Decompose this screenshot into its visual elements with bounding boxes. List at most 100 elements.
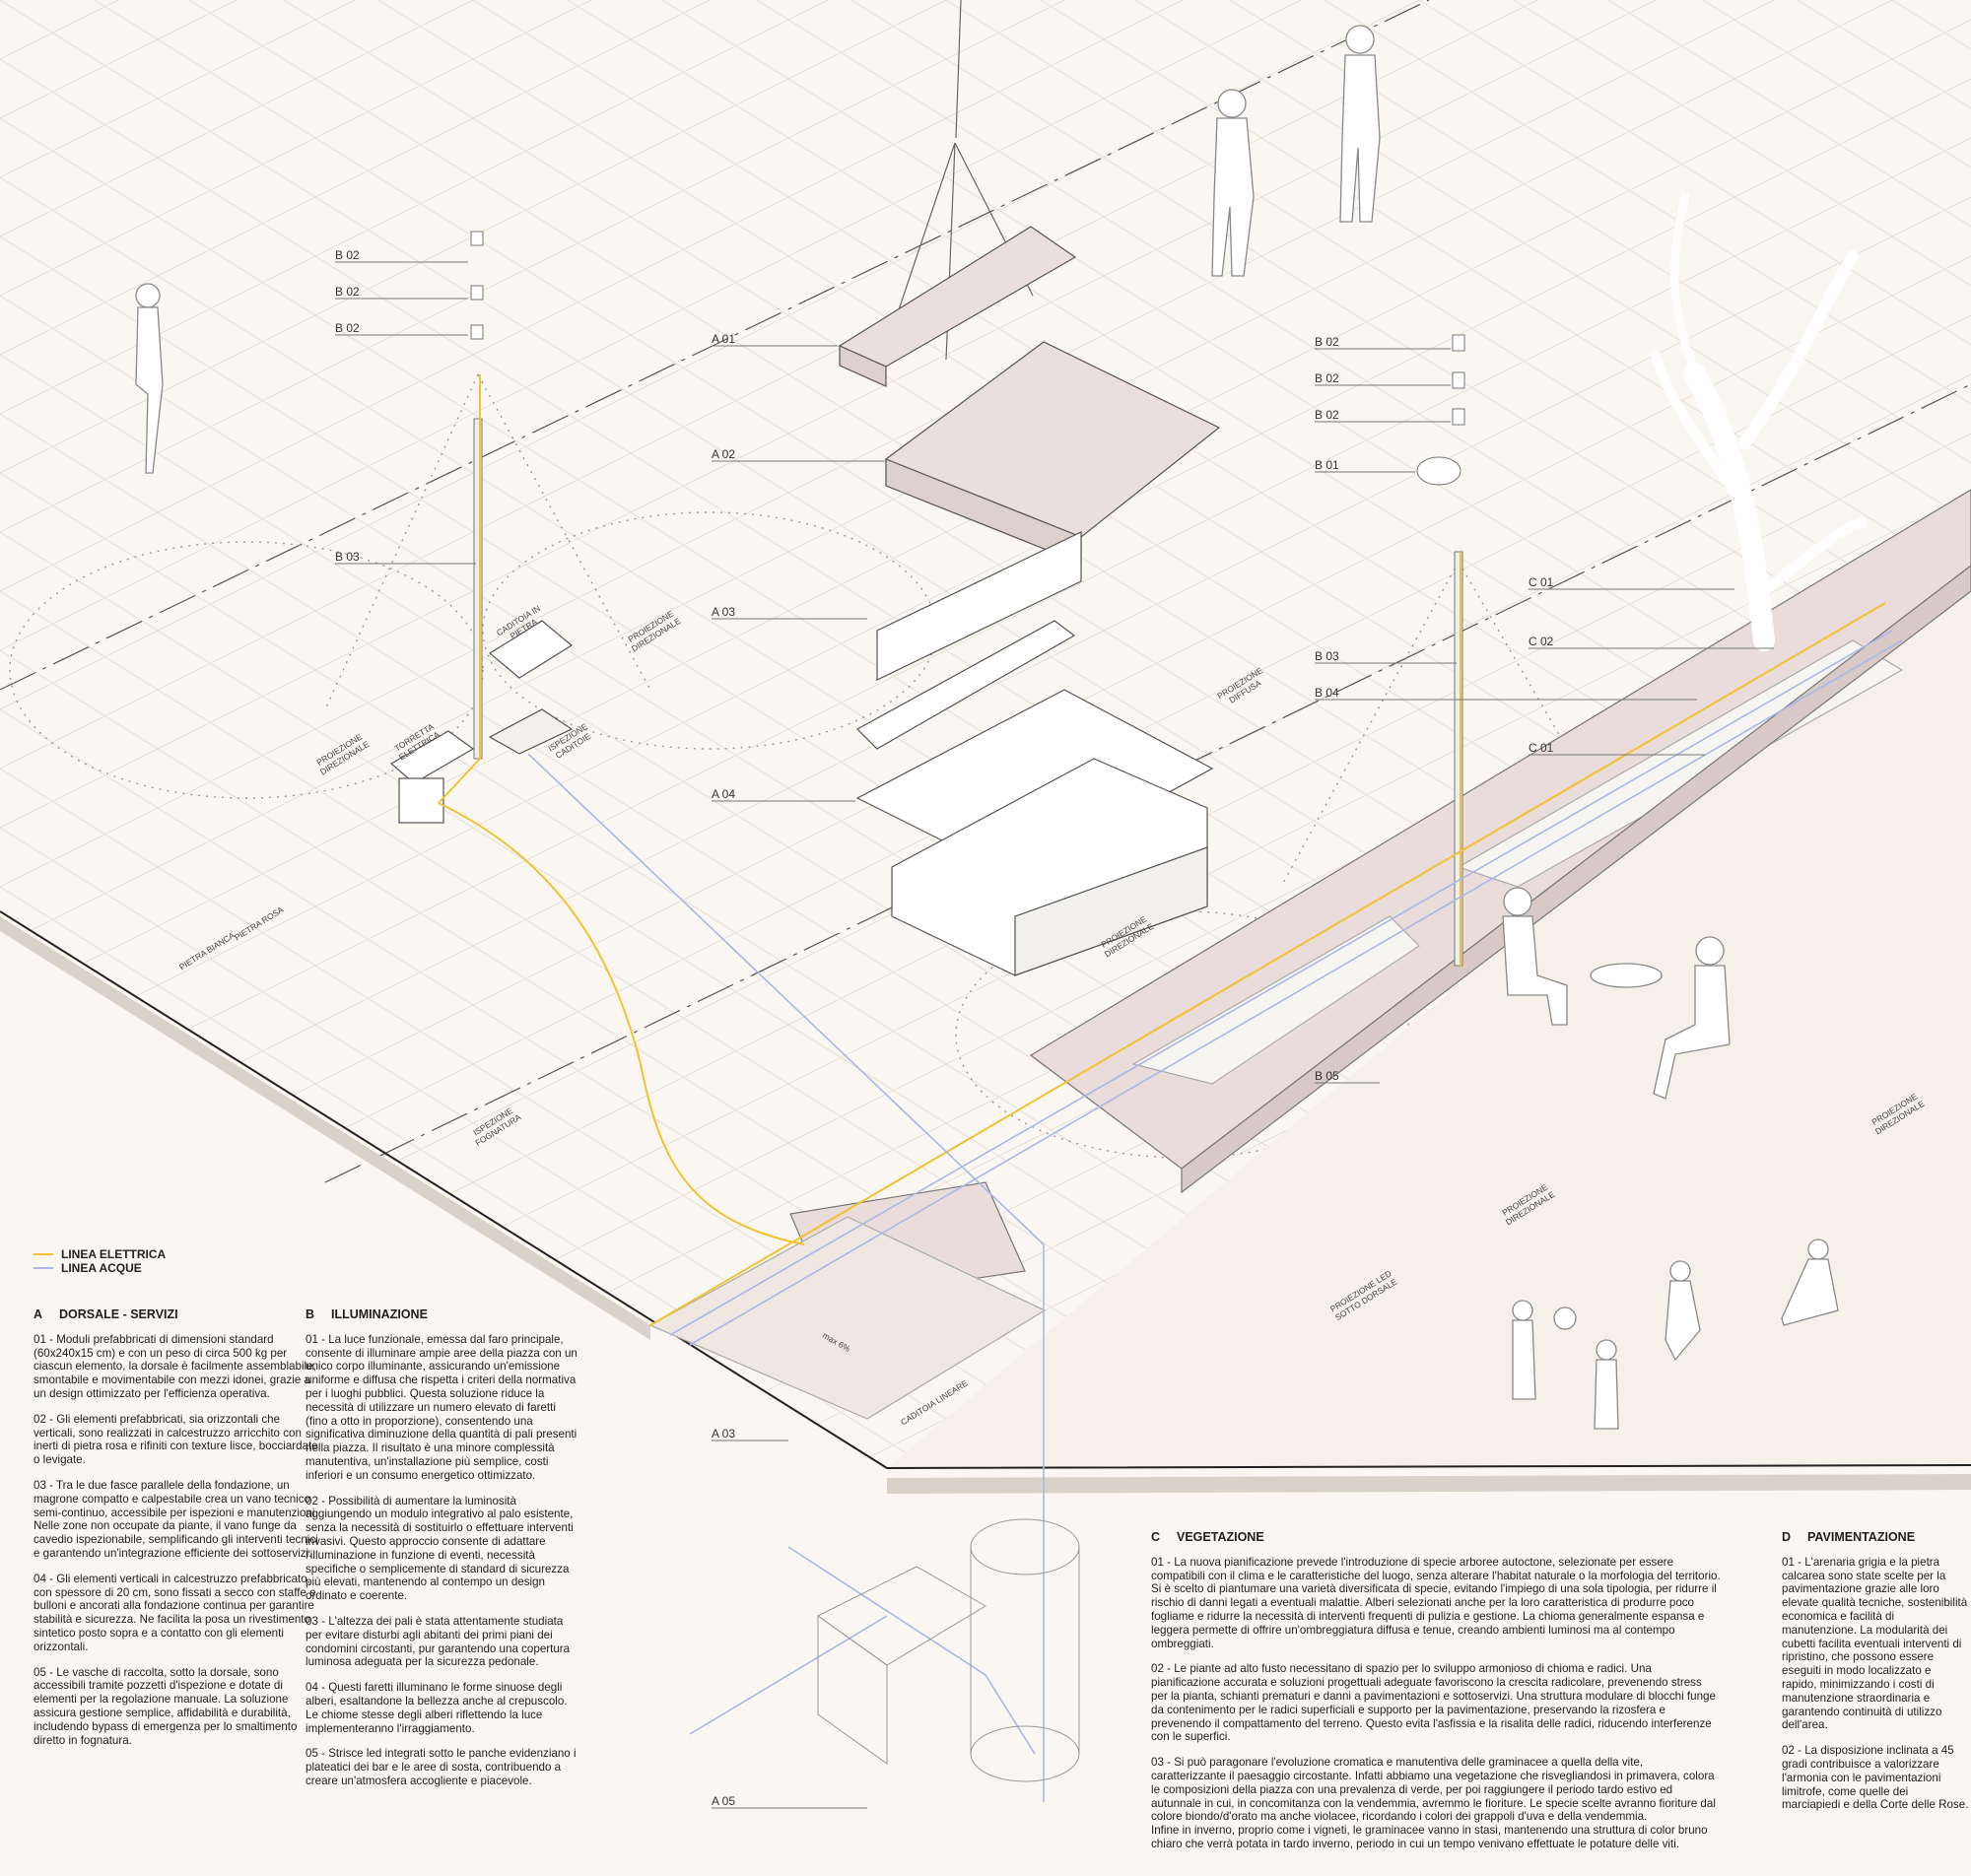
callout-a01: A 01 [712,332,736,346]
electric-line-swatch [34,1253,53,1255]
paragraph: 02 - La disposizione inclinata a 45 grad… [1782,1744,1969,1812]
section-letter: D [1782,1530,1792,1544]
kiosk-exploded [838,0,1221,976]
grid-line [0,0,1775,888]
callout-b02: B 02 [335,321,360,335]
table [1590,963,1663,988]
dorsale-planter [648,489,1971,1420]
grid-line [1797,0,1971,109]
grid-line [0,1833,69,1876]
callout-b03: B 03 [1315,649,1339,663]
person-sitting-table [1653,936,1731,1100]
callout-b02: B 02 [1315,371,1339,385]
grid-line [0,0,592,297]
grid-line [0,78,1971,1065]
grid-line [1891,0,1971,50]
section-heading: D PAVIMENTAZIONE [1782,1530,1969,1545]
grid-line [850,0,1971,701]
callout-b02: B 02 [335,285,360,299]
person-talking [1339,25,1381,223]
section-heading: B ILLUMINAZIONE [306,1307,579,1322]
underground-tanks [817,1518,1080,1782]
callout-b04: B 04 [1315,686,1339,700]
callout-a02: A 02 [712,447,736,461]
section-title: PAVIMENTAZIONE [1807,1530,1916,1544]
paragraph: 02 - Le piante ad alto fusto necessitano… [1151,1662,1716,1744]
grid-line [945,0,1971,641]
paragraph: 01 - L'arenaria grigia e la pietra calca… [1782,1555,1968,1732]
callout-b02: B 02 [335,248,360,262]
ground-section [0,910,1971,1494]
section-d-pavimentazione: D PAVIMENTAZIONE 01 - L'arenaria grigia e… [1782,1530,1969,1824]
grid-line [0,0,356,178]
section-title: ILLUMINAZIONE [331,1307,428,1321]
section-b-illuminazione: B ILLUMINAZIONE 01 - La luce funzionale, … [306,1307,579,1800]
tree [1651,193,1868,651]
child-standing [1594,1339,1619,1430]
legend-label: LINEA ELETTRICA [61,1247,167,1261]
section-heading: C VEGETAZIONE [1151,1530,1721,1545]
grid-line [1607,0,1971,228]
person-yoga [135,283,164,474]
callout-c02: C 02 [1529,635,1554,648]
section-letter: C [1151,1530,1161,1544]
section-title: VEGETAZIONE [1177,1530,1264,1544]
person-sitting [1502,887,1568,1026]
grid-line [0,137,1971,1124]
grid-line [0,0,1657,829]
callout-a05: A 05 [712,1794,736,1808]
paragraph: 02 - Gli elementi prefabbricati, sia ori… [34,1412,318,1467]
paragraph: 01 - Moduli prefabbricati di dimensioni … [34,1332,316,1400]
grid-line [1418,0,1971,346]
section-title: DORSALE - SERVIZI [59,1307,178,1321]
paragraph: 04 - Gli elementi verticali in calcestru… [34,1572,316,1653]
paragraph: 05 - Le vasche di raccolta, sotto la dor… [34,1665,298,1747]
callout-c01: C 01 [1529,575,1554,589]
legend: LINEA ELETTRICA LINEA ACQUE [34,1247,166,1275]
child-running [1665,1260,1701,1362]
grid-line [1324,0,1971,405]
paragraph: 01 - La luce funzionale, emessa dal faro… [306,1332,578,1482]
section-letter: B [306,1307,315,1321]
grid-line [1513,0,1971,287]
paragraph: 03 - Tra le due fasce parallele della fo… [34,1478,318,1560]
grid-line [0,196,1971,1183]
paragraph: 03 - Si può paragonare l'evoluzione crom… [1151,1756,1716,1850]
legend-item-electric: LINEA ELETTRICA [34,1247,166,1261]
callout-a03-bottom: A 03 [712,1427,736,1440]
callout-b03: B 03 [335,550,360,564]
callout-b01: B 01 [1315,458,1339,472]
paragraph: 01 - La nuova pianificazione prevede l'i… [1151,1555,1721,1650]
water-line [527,630,1903,1802]
grid-line [0,0,711,356]
legend-label: LINEA ACQUE [61,1261,142,1275]
paragraph: 05 - Strisce led integrati sotto le panc… [306,1747,577,1787]
grid-line [0,0,238,119]
callout-b05: B 05 [1315,1069,1339,1083]
grid-line [0,0,1420,710]
child-running-2 [1781,1239,1839,1326]
grid-line [0,531,1971,1468]
street-lamp-right [1416,334,1465,967]
grid-line [1040,0,1971,582]
callout-b02: B 02 [1315,335,1339,349]
paragraph: 02 - Possibilità di aumentare la luminos… [306,1494,574,1603]
grid-line [0,0,1184,592]
person-standing [1211,89,1255,277]
people [135,25,1839,1430]
callout-a03: A 03 [712,605,736,619]
grid-line [0,0,1302,651]
electric-line [438,374,1886,1326]
grid-line [0,472,1971,1468]
service-elements [389,620,574,824]
grid-line [1134,0,1971,523]
grid-line [0,0,1065,533]
callout-c01: C 01 [1529,741,1554,755]
grid-line [0,0,474,237]
legend-item-water: LINEA ACQUE [34,1261,166,1275]
paragraph: 04 - Questi faretti illuminano le forme … [306,1681,568,1735]
grid-line [0,0,1538,770]
